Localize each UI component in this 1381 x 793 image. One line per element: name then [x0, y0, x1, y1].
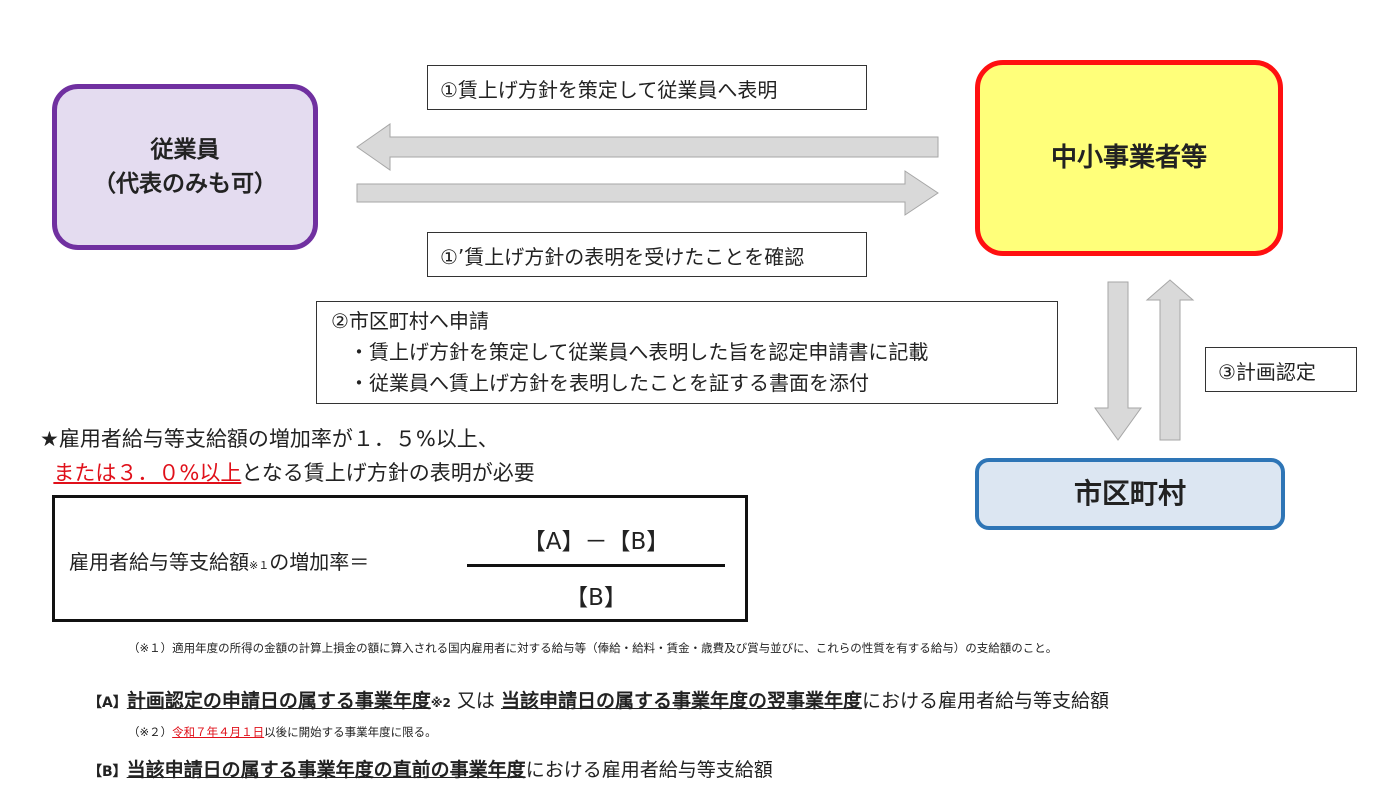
step2-bullet-2: ・従業員へ賃上げ方針を表明したことを証する書面を添付	[349, 371, 869, 395]
formula-box: 雇用者給与等支給額※１の増加率＝ 【A】－【B】 【B】	[52, 495, 748, 622]
footnote-2: （※２）令和７年４月１日以後に開始する事業年度に限る。	[128, 724, 437, 740]
arrow-to-business-up	[1145, 279, 1195, 441]
employee-label: 従業員	[150, 136, 220, 163]
requirement-rest: となる賃上げ方針の表明が必要	[241, 461, 535, 485]
formula-lhs-text: 雇用者給与等支給額	[69, 550, 249, 574]
footnote-1: （※１）適用年度の所得の金額の計算上損金の額に算入される国内雇用者に対する給与等…	[128, 641, 1058, 655]
formula-lhs: 雇用者給与等支給額※１の増加率＝	[69, 546, 369, 575]
requirement-line2: または３．０%以上となる賃上げ方針の表明が必要	[40, 456, 535, 490]
definition-a-note: ※2	[430, 696, 451, 710]
definition-b-bold: 当該申請日の属する事業年度の直前の事業年度	[126, 759, 526, 781]
definition-a: 【A】計画認定の申請日の属する事業年度※2 又は 当該申請日の属する事業年度の翌…	[88, 686, 1109, 713]
formula-numerator: 【A】－【B】	[522, 529, 670, 555]
definition-a-rest: における雇用者給与等支給額	[861, 690, 1109, 712]
arrow-to-municipality	[1094, 281, 1142, 441]
business-node: 中小事業者等	[975, 60, 1283, 256]
definition-b-tag: 【B】	[88, 764, 127, 780]
step1b-label: ①’賃上げ方針の表明を受けたことを確認	[427, 232, 867, 277]
definition-b-rest: における雇用者給与等支給額	[525, 759, 773, 781]
footnote-2-prefix: （※２）	[128, 725, 173, 739]
municipality-node: 市区町村	[975, 458, 1285, 530]
step3-label: ③計画認定	[1205, 347, 1357, 392]
arrow-to-employee	[356, 123, 939, 171]
definition-a-mid: 又は	[450, 690, 501, 712]
footnote-2-rest: 以後に開始する事業年度に限る。	[264, 725, 437, 739]
definition-b: 【B】当該申請日の属する事業年度の直前の事業年度における雇用者給与等支給額	[88, 755, 773, 782]
step1-label: ①賃上げ方針を策定して従業員へ表明	[427, 65, 867, 110]
step2-box: ②市区町村へ申請 ・賃上げ方針を策定して従業員へ表明した旨を認定申請書に記載 ・…	[316, 301, 1058, 404]
requirement-highlight: または３．０%以上	[53, 461, 242, 485]
definition-a-bold1: 計画認定の申請日の属する事業年度	[126, 690, 431, 712]
footnote-2-date: 令和７年４月１日	[172, 725, 265, 739]
definition-a-bold2: 当該申請日の属する事業年度の翌事業年度	[500, 690, 862, 712]
arrow-to-business	[356, 170, 939, 216]
employee-sublabel: （代表のみも可）	[93, 171, 277, 197]
step2-title: ②市区町村へ申請	[331, 309, 489, 333]
formula-lhs-note: ※１	[249, 559, 270, 572]
formula-lhs-suffix: の増加率＝	[269, 550, 370, 574]
formula-denominator: 【B】	[565, 585, 627, 611]
employee-node: 従業員 （代表のみも可）	[52, 84, 318, 250]
business-label: 中小事業者等	[1050, 142, 1207, 173]
requirement-line1: ★雇用者給与等支給額の増加率が１．５%以上、	[40, 427, 499, 451]
step2-bullet-1: ・賃上げ方針を策定して従業員へ表明した旨を認定申請書に記載	[349, 340, 929, 364]
fraction-line	[467, 564, 725, 567]
definition-a-tag: 【A】	[88, 695, 127, 711]
requirement-note: ★雇用者給与等支給額の増加率が１．５%以上、 または３．０%以上となる賃上げ方針…	[40, 422, 535, 490]
municipality-label: 市区町村	[1073, 477, 1186, 510]
